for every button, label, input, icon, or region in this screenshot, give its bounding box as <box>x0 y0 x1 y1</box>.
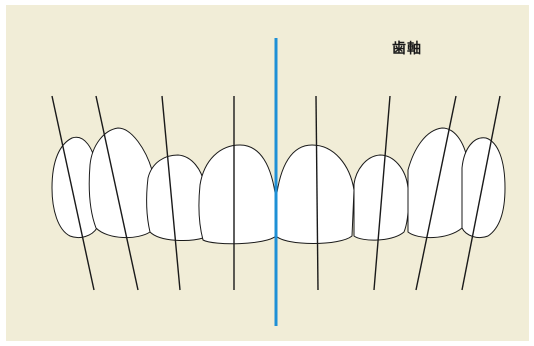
tooth-far-right <box>462 138 505 238</box>
tooth-right-central <box>276 145 354 244</box>
tooth-left-second <box>147 155 204 240</box>
tooth-left-lateral <box>89 128 152 238</box>
axis-line-5 <box>316 96 318 290</box>
tooth-left-central <box>199 145 276 244</box>
tooth-axis-label: 歯軸 <box>392 38 422 58</box>
